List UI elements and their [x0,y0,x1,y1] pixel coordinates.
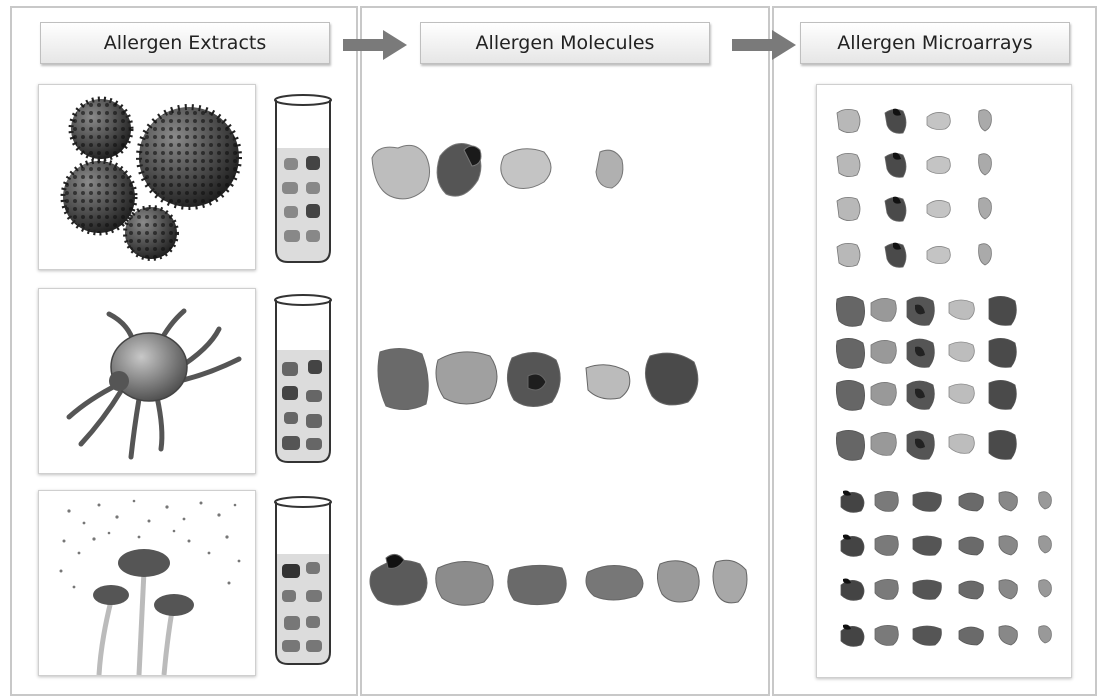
molecule-row-mite [372,340,712,420]
pollen-icon [39,85,255,269]
header-label: Allergen Extracts [104,32,267,54]
microarray-grid [817,85,1071,677]
test-tube-icon [270,290,336,468]
test-tube-icon [270,492,336,670]
pollen-image [38,84,256,270]
molecule-row-pollen [368,130,648,220]
dust-mite-icon [39,289,255,473]
test-tube-icon [270,90,336,268]
header-allergen-molecules: Allergen Molecules [420,22,710,64]
header-allergen-microarrays: Allergen Microarrays [800,22,1070,64]
molecule-row-mold [366,548,756,618]
microarray-slide [816,84,1072,678]
header-allergen-extracts: Allergen Extracts [40,22,330,64]
mold-spores-icon [39,491,255,675]
mold-image [38,490,256,676]
header-label: Allergen Microarrays [837,32,1032,54]
arrow-right-icon [732,30,796,60]
header-label: Allergen Molecules [476,32,655,54]
dust-mite-image [38,288,256,474]
arrow-right-icon [343,30,407,60]
